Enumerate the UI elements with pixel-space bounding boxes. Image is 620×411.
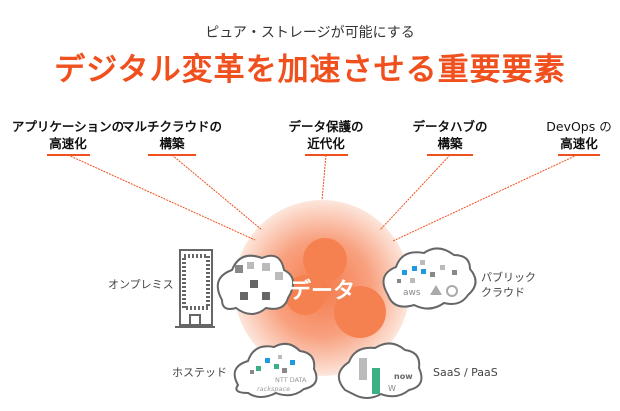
factor-multicloud: マルチクラウドの構築	[121, 119, 222, 151]
connector-lines	[67, 154, 578, 242]
label-hosted: ホステッド	[172, 366, 227, 379]
hosted-data-blocks	[250, 355, 295, 374]
factor-data-protection: データ保護の近代化	[288, 119, 364, 151]
cloud-saas	[338, 342, 423, 399]
rackspace-logo: rackspace	[257, 385, 290, 393]
public-data-blocks	[397, 260, 457, 283]
saas-bar-gray	[359, 358, 367, 380]
label-on-prem: オンプレミス	[108, 278, 174, 291]
building-icon	[175, 249, 215, 328]
gear-icon	[285, 238, 386, 338]
label-public-cloud: パブリッククラウド	[481, 271, 536, 299]
saas-bar-green	[372, 368, 380, 394]
azure-logo	[430, 285, 442, 295]
cloud-public	[382, 247, 477, 310]
building-windows	[182, 254, 210, 310]
w-logo: W	[388, 384, 396, 393]
on-prem-data-blocks	[235, 262, 283, 300]
gcp-logo	[446, 285, 458, 297]
subtitle: ピュア・ストレージが可能にする	[205, 25, 415, 41]
center-label: データ	[289, 278, 355, 304]
ntt-data-logo: NTT DATA	[275, 376, 307, 384]
cloud-hosted	[233, 342, 318, 398]
factor-devops: DevOps の高速化	[546, 119, 612, 151]
aws-logo: aws	[403, 288, 421, 298]
label-saas: SaaS / PaaS	[433, 366, 498, 379]
factor-data-hub: データハブの構築	[412, 119, 488, 151]
page-title: デジタル変革を加速させる重要要素	[54, 52, 566, 88]
now-logo: now	[394, 372, 413, 381]
factor-app-acceleration: アプリケーションの高速化	[11, 119, 125, 151]
